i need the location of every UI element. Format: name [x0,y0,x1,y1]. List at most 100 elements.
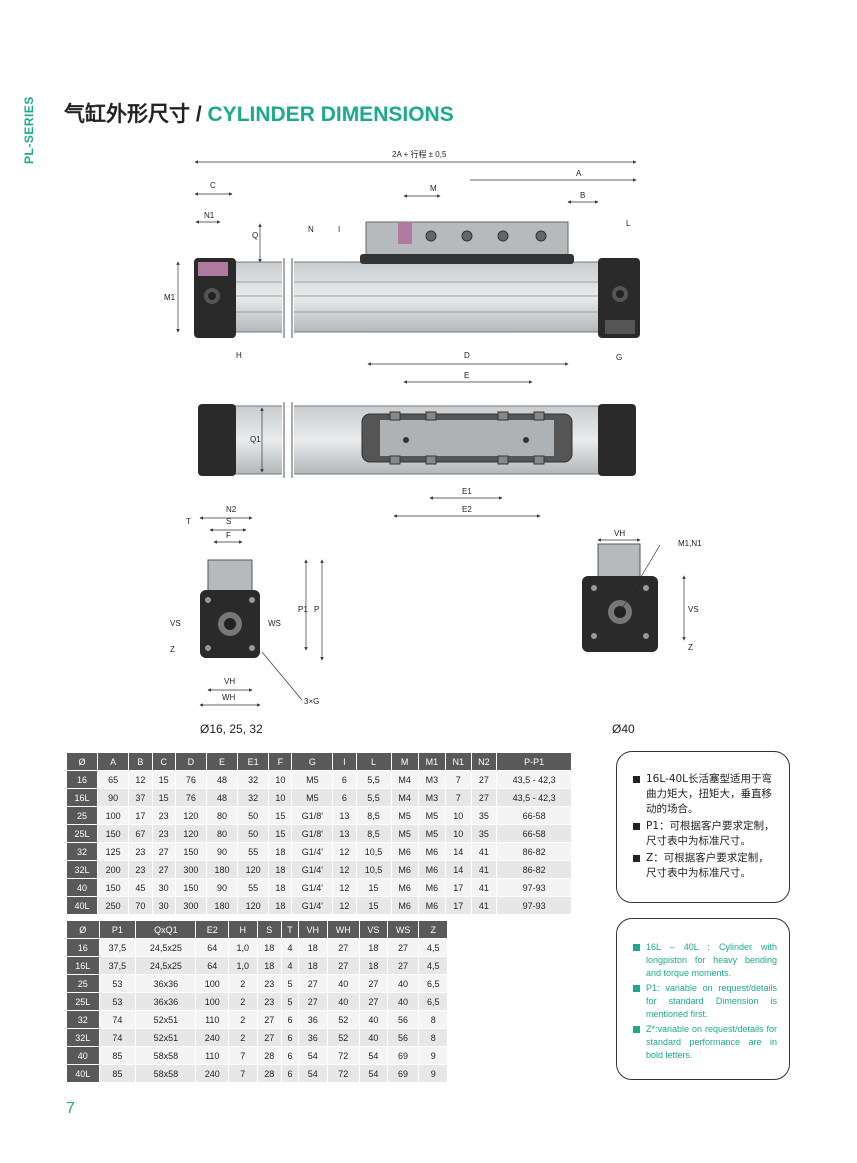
table-header-cell: A [97,752,130,771]
table-cell: 25L [66,992,100,1011]
table-header-cell: G [291,752,334,771]
table-cell: 240 [195,1028,230,1047]
table-cell: 37,5 [98,956,137,975]
table-cell: 40 [359,1010,388,1029]
table-cell: 27 [256,1010,282,1029]
table-cell: 18 [256,938,282,957]
table-cell: 76 [174,788,207,807]
table-cell: 25 [65,806,99,825]
table-cell: 27 [298,992,328,1011]
note-cn-1: 16L-40L长活塞型适用于弯曲力矩大，扭矩大，垂直移动的场合。 [633,772,777,817]
notes-english: 16L – 40L : Cylinder with longpiston for… [616,918,790,1080]
table-cell: 12 [332,896,357,915]
table-cell: G1/8' [291,806,334,825]
table-header-cell: L [355,752,392,771]
dim-3G: 3×G [304,697,319,706]
table-cell: 120 [237,896,270,915]
table-cell: 90 [97,788,130,807]
table-header-cell: WH [326,920,361,939]
table-cell: 52 [326,1010,361,1029]
table-cell: 40 [326,974,361,993]
table-cell: 9 [418,1046,448,1065]
table-cell: 40L [65,896,99,915]
dim-A: A [576,169,582,178]
table-cell: G1/4' [291,842,334,861]
table-cell: 27 [151,842,176,861]
dim-E2: E2 [462,505,472,514]
table-header-cell: I [332,752,357,771]
table-cell: 27 [470,788,498,807]
table-cell: 54 [359,1064,388,1083]
table-cell: 15 [151,770,176,789]
table-header-cell: WS [386,920,420,939]
table-cell: 5,5 [355,770,392,789]
table-cell: 100 [195,992,230,1011]
table-cell: 2 [228,974,258,993]
table-cell: 55 [237,878,270,897]
table-header-cell: B [128,752,153,771]
table-cell: 45 [128,878,153,897]
caption-large: Ø40 [612,722,635,736]
table-cell: 6 [280,1028,300,1047]
dim-VH: VH [224,677,235,686]
note-cn-3: Z：可根据客户要求定制，尺寸表中为标准尺寸。 [633,851,777,881]
table-cell: 15 [268,824,293,843]
table-cell: 18 [298,938,328,957]
table-cell: 6 [332,770,357,789]
table-cell: 8,5 [355,824,392,843]
dim-L: L [626,219,631,228]
dim-E: E [464,371,469,380]
table-cell: 23 [128,860,153,879]
table-cell: 125 [97,842,130,861]
dim-I: I [338,225,340,234]
table-cell: 32 [66,1010,100,1029]
dim-N2: N2 [226,505,237,514]
table-cell: 14 [444,842,472,861]
table-cell: 25L [65,824,99,843]
table-cell: 5,5 [355,788,392,807]
table-cell: 16 [66,938,100,957]
bullet-icon [633,985,640,992]
table-cell: 64 [195,938,230,957]
table-cell: 4 [280,956,300,975]
dim-M: M [430,184,437,193]
table-cell: G1/4' [291,896,334,915]
table-cell: 8 [418,1028,448,1047]
table-cell: 5 [280,992,300,1011]
table-cell: 40 [386,974,420,993]
table-cell: 86-82 [496,860,572,879]
table-cell: 32L [66,1028,100,1047]
dim-VH-large: VH [614,529,625,538]
table-cell: M6 [417,878,446,897]
table-cell: M6 [417,842,446,861]
table-cell: 41 [470,860,498,879]
dim-WH: WH [222,693,236,702]
dim-N: N [308,225,314,234]
table-cell: 48 [205,770,239,789]
table-cell: 250 [97,896,130,915]
dim-H: H [236,351,242,360]
table-cell: 16L [66,956,100,975]
table-header-cell: VH [298,920,328,939]
table-cell: M6 [390,878,419,897]
end-view-small [200,559,260,658]
table-header-cell: Ø [66,920,100,939]
table-cell: 150 [97,878,130,897]
table-cell: 18 [268,860,293,879]
dim-Z: Z [170,645,175,654]
table-cell: 40 [326,992,361,1011]
table-cell: 4,5 [418,956,448,975]
table-cell: 23 [128,842,153,861]
table-cell: 200 [97,860,130,879]
table-cell: 69 [386,1064,420,1083]
table-cell: M6 [390,860,419,879]
side-view [194,221,640,338]
table-cell: 10 [268,770,293,789]
table-cell: M5 [417,824,446,843]
bullet-icon [633,823,640,830]
table-cell: 6 [280,1046,300,1065]
table-cell: 80 [205,824,239,843]
